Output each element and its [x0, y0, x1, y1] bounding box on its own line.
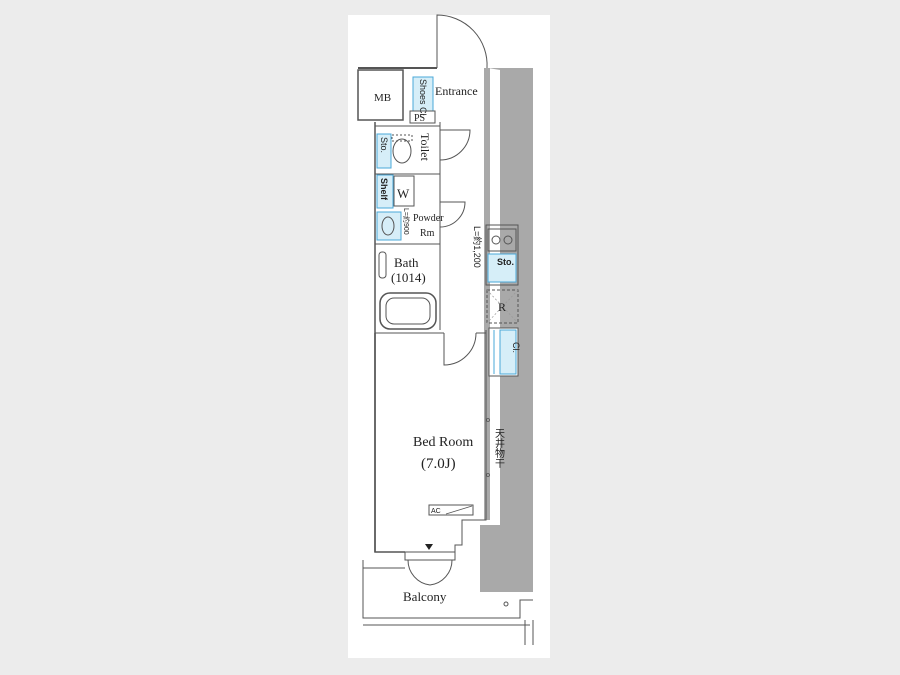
bedroom-door-swing — [443, 332, 477, 366]
kitchen-counter — [485, 224, 519, 286]
entry-arrow-icon — [425, 544, 433, 550]
ac-unit — [428, 504, 474, 516]
entrance-door-swing — [436, 14, 488, 69]
toilet-bowl — [392, 138, 412, 164]
entrance-label: Entrance — [435, 84, 478, 98]
balcony-label: Balcony — [403, 589, 447, 604]
bedroom-label-2: (7.0J) — [421, 456, 456, 472]
ceiling-drying-label: 天井物干 — [493, 428, 505, 469]
balcony-outline — [362, 560, 533, 619]
refrigerator-label: R — [498, 300, 506, 314]
powder-door-swing — [439, 201, 466, 228]
ac-unit-slash — [445, 505, 473, 515]
toilet-tank — [391, 134, 413, 142]
ac-label: AC — [431, 508, 441, 515]
bath-side-rail — [378, 251, 387, 279]
bathtub — [379, 292, 437, 330]
drying-hook-top — [486, 418, 490, 422]
shoes-closet-label: Shoes Cl. — [418, 79, 428, 118]
powder-sink-basin — [381, 216, 395, 236]
kitchen-stove — [487, 228, 517, 252]
toilet-room — [374, 125, 441, 175]
washer-label: W — [397, 186, 410, 201]
closet-label: Cl. — [511, 342, 521, 353]
mb-box — [357, 69, 404, 121]
stove-burner-1 — [491, 235, 501, 245]
kitchen-sink — [487, 253, 517, 283]
bath-label-2: (1014) — [391, 270, 426, 285]
structural-wall-strip — [484, 68, 490, 520]
toilet-door-swing — [439, 129, 471, 161]
shelf-box — [376, 174, 394, 209]
balcony-door-swing — [407, 559, 431, 586]
bedroom-label-1: Bed Room — [413, 435, 473, 450]
balcony-door-swing-2 — [429, 559, 453, 586]
toilet-storage-box — [376, 133, 392, 169]
stove-burner-2 — [503, 235, 513, 245]
refrigerator-diag-2 — [486, 289, 519, 324]
powder-room-label-1: Powder — [413, 213, 444, 224]
drying-hook-bottom — [486, 473, 490, 477]
shelf-label: Shelf — [379, 178, 389, 201]
balcony-sliding-door — [404, 551, 456, 561]
bedroom-outline — [374, 333, 405, 553]
toilet-storage-label: Sto. — [379, 137, 389, 153]
powder-room-label-2: Rm — [420, 228, 435, 239]
ps-box — [409, 110, 436, 124]
closet-inner — [499, 329, 517, 375]
toilet-label: Toilet — [418, 133, 432, 161]
kitchen-storage-label: Sto. — [497, 257, 514, 267]
powder-sink — [376, 211, 402, 241]
kitchen-length-label: L=約1,200 — [472, 226, 483, 268]
ps-label: PS — [414, 113, 425, 124]
refrigerator-diag-1 — [486, 289, 519, 324]
mb-label: MB — [374, 92, 391, 104]
refrigerator-box — [486, 289, 519, 324]
balcony-drain — [503, 601, 509, 607]
bathtub-inner — [385, 297, 431, 325]
washer-box — [393, 175, 415, 207]
bath-label-1: Bath — [394, 255, 419, 270]
bedroom-right-wall — [454, 330, 487, 552]
counter-length-label: L=約900 — [402, 208, 411, 235]
